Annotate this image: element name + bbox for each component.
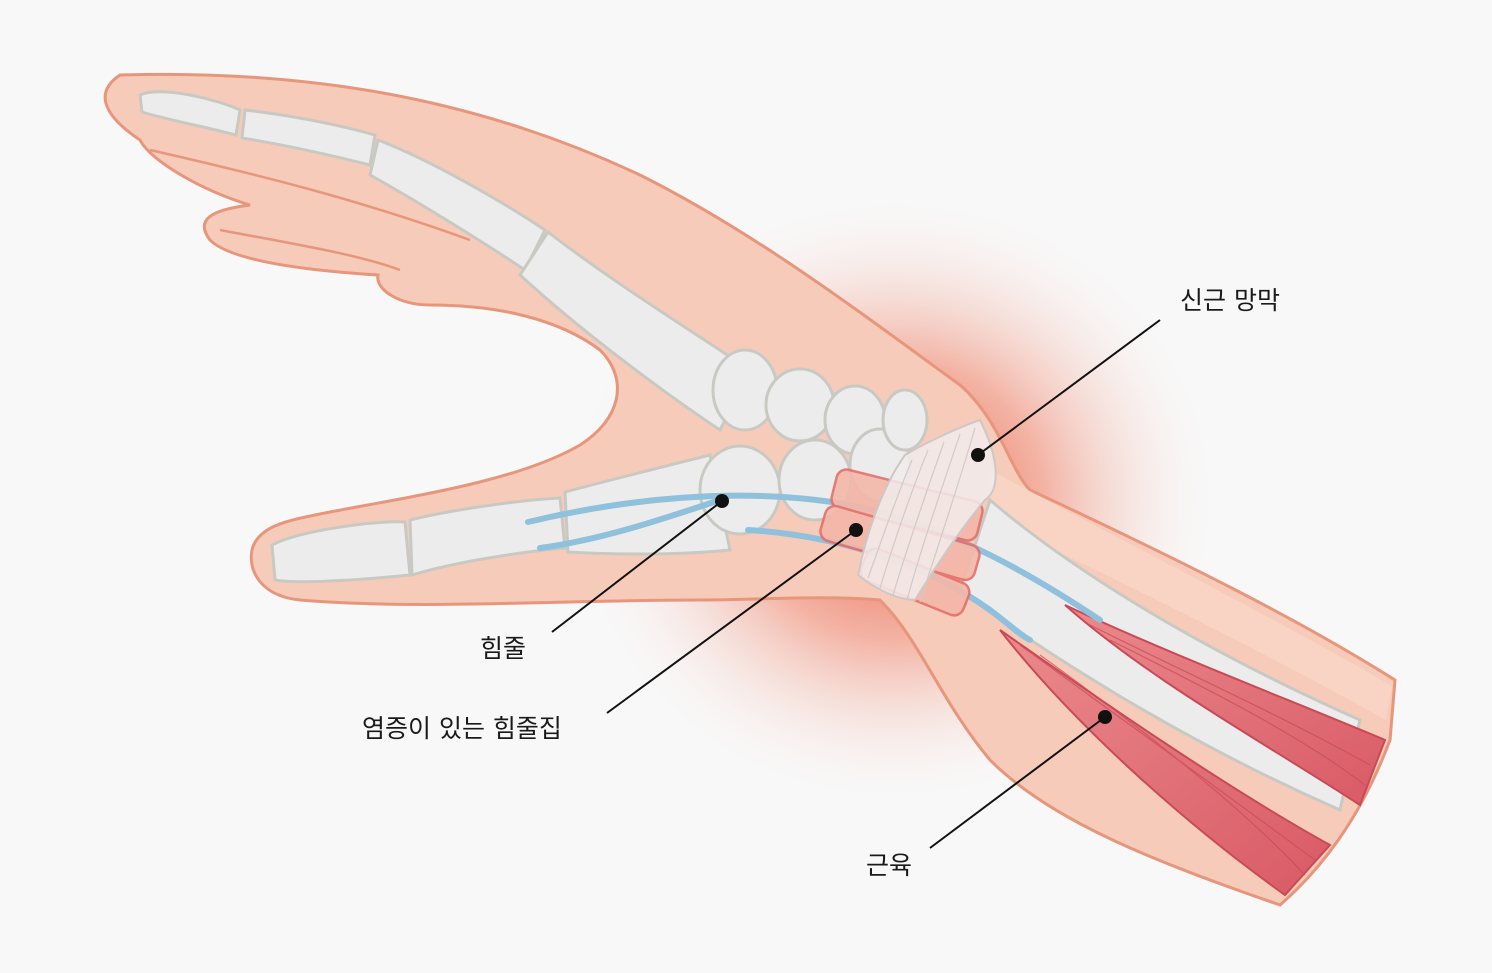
label-muscle: 근육 — [866, 851, 913, 880]
leader-sheath — [606, 529, 857, 714]
thumb-distal-phalanx — [270, 520, 412, 584]
forearm-muscle-upper — [1064, 604, 1387, 807]
dot-sheath — [849, 523, 863, 537]
dot-muscle — [1098, 710, 1112, 724]
tendon-lower — [537, 497, 723, 551]
leader-muscle — [929, 716, 1106, 849]
forearm-skin — [990, 470, 1392, 720]
extensor-retinaculum — [856, 418, 997, 602]
label-tendon: 힘줄 — [480, 634, 527, 663]
leader-tendon — [551, 500, 723, 633]
label-extensor-retinaculum: 신근 망막 — [1180, 286, 1280, 315]
distal-phalanx — [138, 90, 242, 137]
leader-lines — [551, 319, 1161, 849]
metacarpal-index — [518, 229, 752, 433]
thumb-metacarpal — [563, 453, 732, 556]
finger-bones — [138, 90, 752, 433]
thumb-bones — [270, 453, 732, 584]
thumb-proximal-phalanx — [408, 496, 567, 577]
finger-crease — [149, 148, 471, 272]
dot-tendon — [715, 494, 729, 508]
leader-retinaculum — [977, 319, 1161, 456]
middle-phalanx — [240, 108, 377, 167]
muscle-fibers — [1019, 624, 1371, 876]
dot-retinaculum — [971, 448, 985, 462]
retinaculum-fibers — [867, 427, 976, 603]
leader-dots — [715, 448, 1112, 724]
label-inflamed-tendon-sheath: 염증이 있는 힘줄집 — [362, 714, 562, 743]
